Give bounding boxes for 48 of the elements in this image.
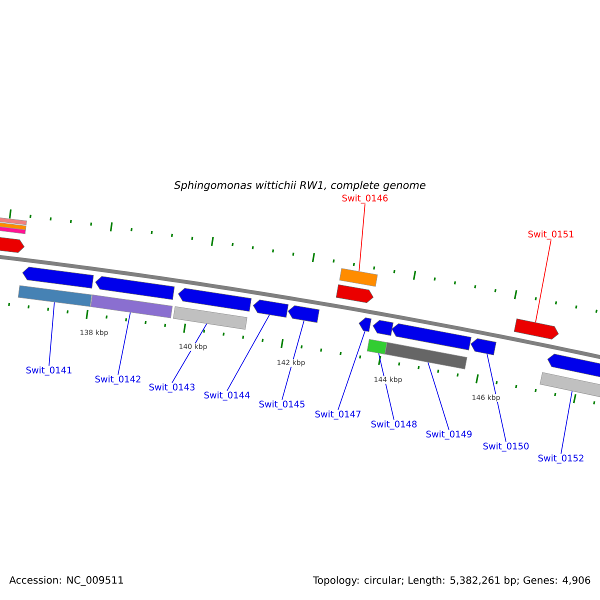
footer-text: Topology: circular; Length: 5,382,261 bp; Genes: 4,906	[312, 576, 590, 586]
category-bar	[90, 294, 173, 318]
gene-block	[470, 338, 496, 356]
gene-block	[547, 354, 600, 378]
gene-block	[372, 320, 394, 336]
leader-line	[338, 330, 366, 410]
gene-block	[95, 276, 175, 300]
category-bar	[384, 342, 468, 370]
gene-label: Swit_0152	[538, 454, 584, 464]
gene-label: Swit_0142	[95, 376, 140, 384]
gene-block	[392, 323, 472, 350]
gene-label: Swit_0144	[204, 392, 250, 400]
leader-line	[535, 240, 552, 323]
leader-line	[486, 354, 506, 442]
gene-label: Swit_0150	[483, 442, 529, 452]
gene-block	[336, 284, 374, 303]
gene-label: Swit_0141	[26, 366, 72, 376]
gene-label: Swit_0149	[426, 430, 472, 440]
category-bar	[0, 222, 26, 230]
category-bar	[0, 217, 27, 226]
gene-label: Swit_0151	[528, 230, 574, 240]
leader-line	[48, 302, 55, 366]
gene-block	[22, 266, 94, 288]
leader-line	[282, 320, 304, 400]
category-bar	[540, 372, 600, 398]
gene-block	[288, 305, 320, 323]
leader-line	[226, 314, 270, 392]
gene-block	[358, 318, 372, 332]
leader-line	[428, 362, 450, 430]
category-bar	[173, 306, 248, 330]
category-bar	[18, 285, 92, 307]
leader-line	[358, 204, 366, 272]
gene-block	[0, 236, 24, 253]
gene-block	[253, 300, 288, 318]
leader-line	[378, 353, 394, 420]
category-bar	[0, 226, 26, 234]
gene-block	[514, 318, 559, 340]
category-bar	[366, 339, 388, 355]
leader-line	[118, 312, 131, 376]
title: Sphingomonas wittichii RW1, complete genome	[174, 180, 426, 192]
leader-line	[560, 390, 572, 454]
gene-label: Swit_0145	[259, 400, 304, 410]
gene-label: Swit_0143	[149, 384, 195, 392]
gene-label: Swit_0147	[315, 410, 360, 420]
footer-text: Accession: NC_009511	[9, 576, 123, 586]
category-bar	[339, 268, 378, 287]
gene-label: Swit_0148	[371, 420, 417, 430]
gene-label: Swit_0146	[342, 194, 388, 204]
